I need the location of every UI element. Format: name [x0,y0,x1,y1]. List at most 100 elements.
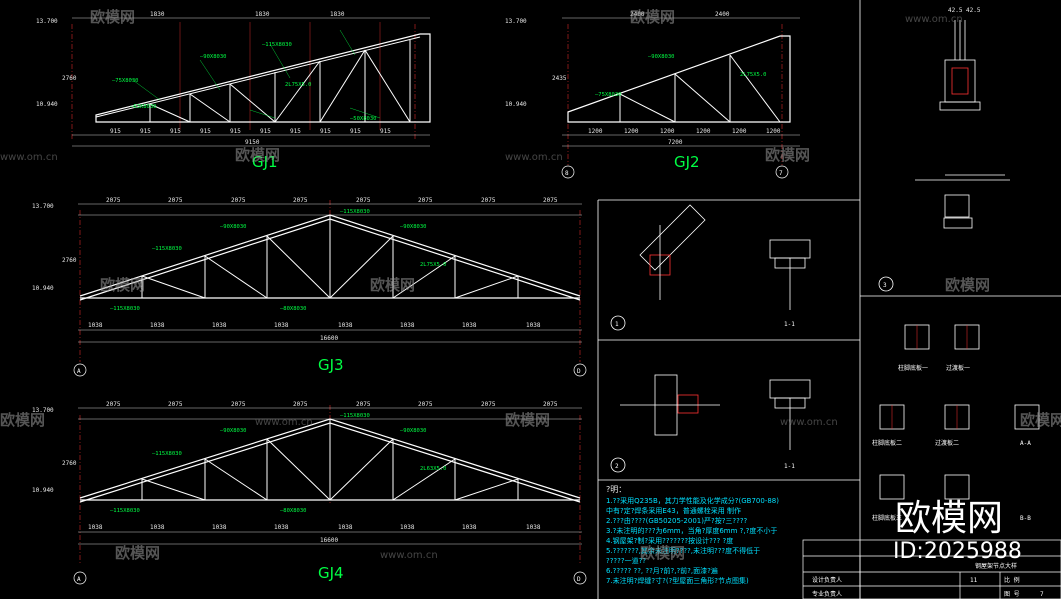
gj3-top-dim-7: 2075 [481,197,496,204]
gj3-member-label-4: —90X8030 [400,224,427,230]
gj1-bot-dim-7: 915 [290,128,301,135]
gj3-top-dim-5: 2075 [356,197,371,204]
gj1-bot-dim-1: 915 [110,128,121,135]
gj4-axis-a: A [77,576,81,583]
gj3-top-dim-2: 2075 [168,197,183,204]
gj2-axis-bubble-b [775,165,789,179]
detail-2-section: 1-1 [784,463,795,470]
gj2-elev-bot: 10.940 [505,101,527,108]
gj2-axis-bubble-a [561,165,575,179]
gj3-bot-dim-7: 1038 [462,322,477,329]
title-block-row1: 设计负责人 [812,576,842,584]
watermark-site-2: www.om.cn [505,152,563,163]
watermark-id: ID:2025988 [893,539,1022,564]
plate-label-1: 柱脚底板一 [898,364,928,372]
gj3-height: 2760 [62,257,77,264]
detail-3-mark: 3 [883,282,887,289]
gj3-bot-dim-8: 1038 [526,322,541,329]
notes-line-1: 1.??采用Q235B，其力学性能及化学成分?(GB700-88) [606,496,779,505]
gj2-bot-dim-4: 1200 [696,128,711,135]
gj3-top-dim-3: 2075 [231,197,246,204]
watermark-brand-1: 欧模网 [90,8,135,26]
gj3-top-dim-8: 2075 [543,197,558,204]
gj3-axis-bubble-a [73,363,87,377]
gj3-bot-dim-1: 1038 [88,322,103,329]
gj3-top-dim-1: 2075 [106,197,121,204]
gj3-member-label-1: —115X8030 [152,246,182,252]
title-block-sheet: 图 号 [1004,591,1020,598]
gj1-top-dim-2: 1830 [255,11,270,18]
gj2-member-label-2: —90X8030 [648,54,675,60]
watermark-brand-9: 欧模网 [1020,411,1061,429]
gj1-bot-dim-4: 915 [200,128,211,135]
gj1-member-label-3: —115X8030 [262,42,292,48]
sheet-frame [597,0,1061,599]
gj1-height: 2760 [62,75,77,82]
gj4-bot-dim-8: 1038 [526,524,541,531]
gj2-bot-dim-6: 1200 [766,128,781,135]
notes-line-5: 4.钢屋架?制?采用???????按设计??? ?度 [606,536,733,545]
gj1-bot-dim-5: 915 [230,128,241,135]
gj2-height: 2435 [552,75,567,82]
truss-gj2 [562,17,800,165]
gj4-top-dim-2: 2075 [168,401,183,408]
truss-gj1 [71,17,431,147]
notes-title: ?明： [606,485,626,494]
watermark-brand-8: 欧模网 [505,411,550,429]
detail-1-mark: 1 [615,321,619,328]
notes-line-4: 3.?未注明的???为6mm，当角?厚度6mm ?,?度不小于 [606,526,777,535]
watermark-brand-10: 欧模网 [0,411,45,429]
gj1-bot-dim-6: 915 [260,128,271,135]
watermark-brand-11: 欧模网 [115,544,160,562]
watermark-site-5: www.om.cn [380,550,438,561]
gj4-member-label-6: —80X8030 [280,508,307,514]
watermark-brand-6: 欧模网 [945,276,990,294]
gj3-member-label-2: —90X8030 [220,224,247,230]
gj2-top-dim-1: 2400 [630,11,645,18]
gj4-title: GJ4 [318,564,344,582]
gj4-axis-bubble-b [573,571,587,585]
gj4-bot-dim-1: 1038 [88,524,103,531]
gj3-member-label-6: —80X8030 [280,306,307,312]
gj4-top-dim-6: 2075 [418,401,433,408]
notes-line-9: 7.未注明?焊缝?寸?(?型屋面三角形?节点图集) [606,576,749,585]
watermark-site-6: www.om.cn [905,14,963,25]
gj4-axis-bubble-a [73,571,87,585]
gj4-top-dim-5: 2075 [356,401,371,408]
gj4-top-dim-7: 2075 [481,401,496,408]
title-block-num1: 11 [970,577,978,584]
gj1-top-dim-3: 1830 [330,11,345,18]
gj1-elev-top: 13.700 [36,18,58,25]
gj4-top-dim-4: 2075 [293,401,308,408]
gj3-bot-dim-2: 1038 [150,322,165,329]
gj3-elev-bot: 10.940 [32,285,54,292]
gj4-top-dim-8: 2075 [543,401,558,408]
detail-drawings [620,20,1040,500]
gj3-span: 16600 [320,335,338,342]
gj4-member-label-5: —115X8030 [110,508,140,514]
watermark-site-1: www.om.cn [0,152,58,163]
gj4-elev-top: 13.700 [32,407,54,414]
watermark-brand-3: 欧模网 [235,146,280,164]
detail-1-section: 1-1 [784,321,795,328]
truss-gj3 [78,200,582,362]
gj3-member-label-7: 2L75X5.0 [420,262,447,268]
gj4-height: 2760 [62,460,77,467]
gj3-member-label-3: —115X8030 [340,209,370,215]
gj2-bot-dim-3: 1200 [660,128,675,135]
gj3-bot-dim-4: 1038 [274,322,289,329]
plate-label-4: 过渡板二 [935,439,959,447]
gj1-bot-dim-3: 915 [170,128,181,135]
gj2-bot-dim-5: 1200 [732,128,747,135]
detail-1-bubble [610,315,626,331]
gj2-bot-dim-2: 1200 [624,128,639,135]
gj1-top-dim-1: 1830 [150,11,165,18]
gj4-bot-dim-3: 1038 [212,524,227,531]
watermark-brand-4: 欧模网 [765,146,810,164]
gj4-member-label-4: —90X8030 [400,428,427,434]
gj1-member-label-5: —63X8030 [130,104,157,110]
gj3-bot-dim-3: 1038 [212,322,227,329]
gj3-top-dim-4: 2075 [293,197,308,204]
gj1-member-label-4: 2L75X5.0 [285,82,312,88]
